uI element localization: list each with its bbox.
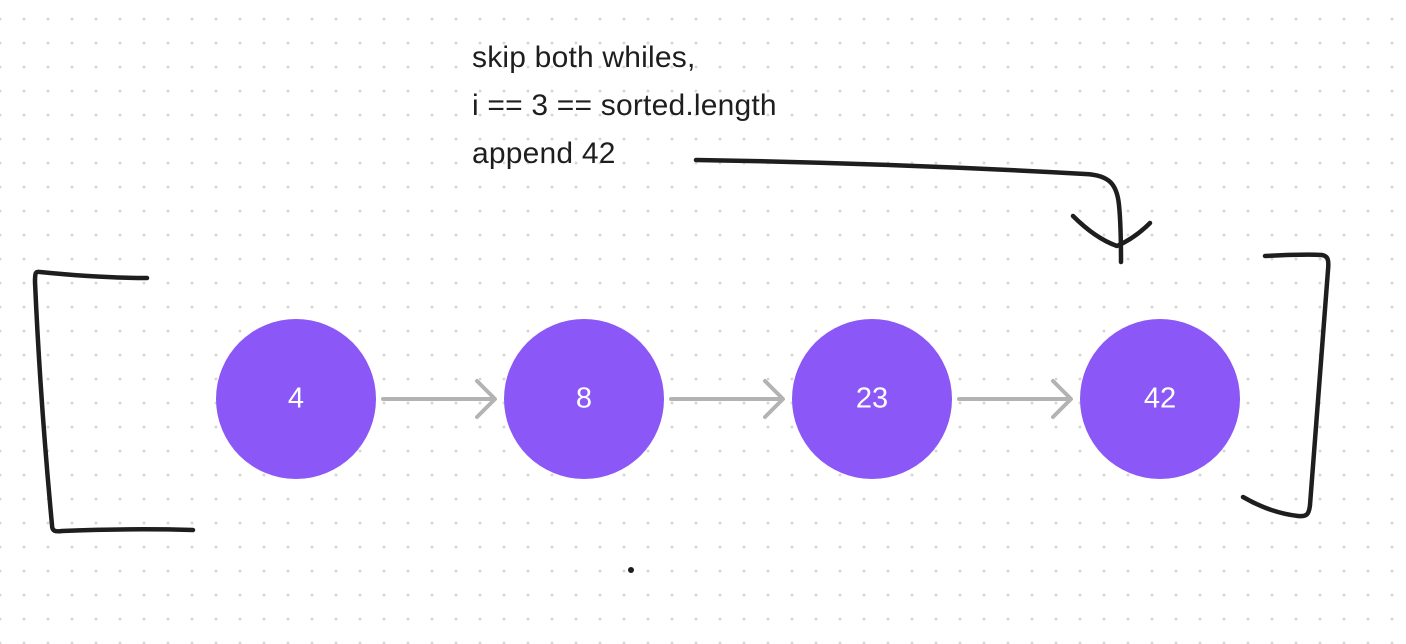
annotation-line-1: skip both whiles, xyxy=(472,41,696,74)
annotation-note: skip both whiles, i == 3 == sorted.lengt… xyxy=(472,34,777,178)
annotation-arrow-stroke xyxy=(693,157,1124,265)
node-connectors xyxy=(381,379,1073,419)
connector-arrowhead-3-icon xyxy=(1051,379,1073,419)
node-circle xyxy=(216,319,376,479)
node-label: 4 xyxy=(288,383,304,415)
right-bracket-stroke xyxy=(1240,252,1331,519)
annotation-line-3: append 42 xyxy=(472,137,616,170)
list-node-3[interactable]: 23 xyxy=(792,319,952,479)
list-node-1[interactable]: 4 xyxy=(216,319,376,479)
node-circle xyxy=(504,319,664,479)
left-bracket-stroke xyxy=(32,269,196,534)
list-node-2[interactable]: 8 xyxy=(504,319,664,479)
node-circle xyxy=(1080,319,1240,479)
node-label: 23 xyxy=(856,383,888,415)
stray-dot xyxy=(628,567,634,573)
node-circle xyxy=(792,319,952,479)
annotation-line-2: i == 3 == sorted.length xyxy=(472,89,777,122)
node-label: 8 xyxy=(576,383,592,415)
node-label: 42 xyxy=(1144,383,1176,415)
annotation-arrowhead-icon xyxy=(1070,213,1153,249)
list-node-4[interactable]: 42 xyxy=(1080,319,1240,479)
connector-arrowhead-1-icon xyxy=(475,379,497,419)
connector-arrowhead-2-icon xyxy=(763,379,785,419)
